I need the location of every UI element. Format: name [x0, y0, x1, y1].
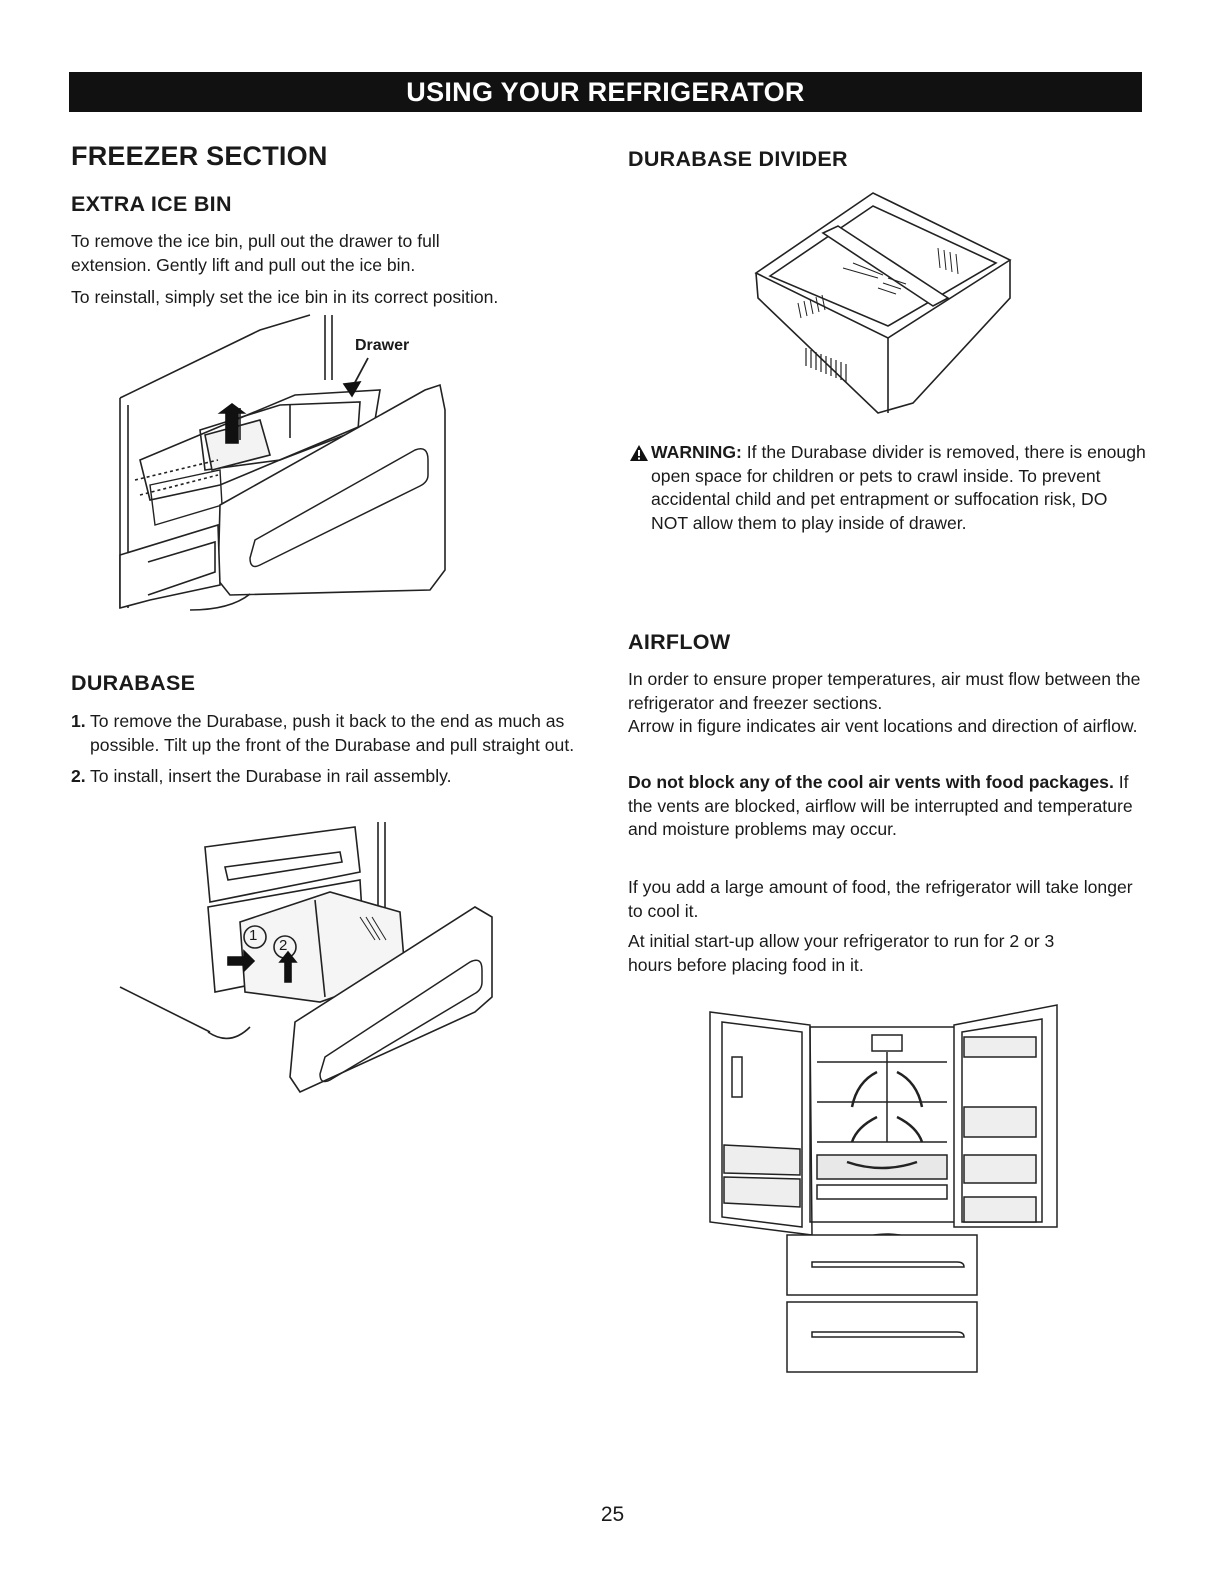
- airflow-para-2: Arrow in figure indicates air vent locat…: [628, 716, 1138, 736]
- warning-label: WARNING:: [651, 442, 742, 462]
- durabase-divider-illustration: [754, 192, 1012, 414]
- warning-text: If the Durabase divider is removed, ther…: [651, 442, 1146, 533]
- callout-2-text: 2: [279, 937, 288, 954]
- durabase-divider-heading: DURABASE DIVIDER: [628, 147, 848, 171]
- ice-bin-reinstall-text: To reinstall, simply set the ice bin in …: [71, 287, 499, 307]
- step-number: 1.: [71, 711, 86, 731]
- warning-triangle-icon: [630, 445, 648, 461]
- airflow-para-3: Do not block any of the cool air vents w…: [628, 771, 1148, 842]
- step-number: 2.: [71, 766, 86, 786]
- warning-block: WARNING: If the Durabase divider is remo…: [630, 441, 1150, 535]
- airflow-warning-rest: If the vents are blocked, airflow will b…: [628, 772, 1133, 839]
- durabase-illustration: [119, 822, 493, 1094]
- durabase-step-2: 2. To install, insert the Durabase in ra…: [71, 765, 581, 789]
- callout-1-text: 1: [249, 927, 258, 944]
- section-banner: USING YOUR REFRIGERATOR: [69, 72, 1142, 112]
- freezer-section-title: FREEZER SECTION: [71, 141, 328, 171]
- airflow-para-1: In order to ensure proper temperatures, …: [628, 669, 1141, 713]
- warning-text-block: WARNING: If the Durabase divider is remo…: [630, 441, 1146, 535]
- refrigerator-airflow-illustration: [709, 1004, 1058, 1373]
- airflow-warning-bold: Do not block any of the cool air vents w…: [628, 772, 1114, 792]
- step-text: To install, insert the Durabase in rail …: [90, 766, 452, 786]
- extra-ice-bin-heading: EXTRA ICE BIN: [71, 192, 232, 216]
- drawer-callout-label: Drawer: [355, 337, 410, 354]
- durabase-step-1: 1. To remove the Durabase, push it back …: [71, 710, 581, 757]
- durabase-steps: 1. To remove the Durabase, push it back …: [71, 710, 581, 797]
- callout-circle-1: [243, 925, 267, 949]
- ice-bin-illustration: [119, 314, 446, 611]
- durabase-heading: DURABASE: [71, 671, 196, 695]
- page-number: 25: [600, 1503, 625, 1526]
- airflow-para-5: At initial start-up allow your refrigera…: [628, 931, 1055, 975]
- ice-bin-remove-text: To remove the ice bin, pull out the draw…: [71, 231, 440, 275]
- step-text: To remove the Durabase, push it back to …: [90, 711, 575, 755]
- airflow-heading: AIRFLOW: [628, 630, 731, 654]
- airflow-para-4: If you add a large amount of food, the r…: [628, 877, 1133, 921]
